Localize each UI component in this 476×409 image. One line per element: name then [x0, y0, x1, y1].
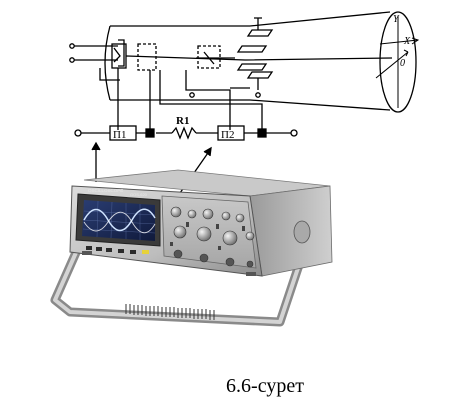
knob-3: [202, 208, 214, 220]
screen-axis-x-arrow: [411, 37, 420, 45]
knob-6: [173, 225, 187, 239]
knob-5: [235, 213, 245, 223]
schematic-labels: П1 R1 П2 Y X 0: [113, 14, 411, 141]
y-plate-top: [236, 45, 268, 53]
waveform-trace-2: [83, 211, 156, 234]
foot-right: [246, 272, 256, 276]
bus-terminal-right: [290, 129, 298, 137]
screen-beam-path: [375, 49, 409, 79]
knob-2: [187, 209, 197, 219]
knob-8: [222, 230, 238, 246]
potentiometer-2-box: [217, 125, 245, 141]
control-knobs: [170, 206, 255, 268]
crt-neck-outline: [104, 25, 250, 101]
arrow-head-2: [203, 146, 212, 157]
y-plate-bottom: [236, 63, 268, 71]
terminal-a: [189, 92, 195, 98]
screen-axis-x: [379, 39, 419, 45]
x-plate-top: [246, 29, 274, 37]
input-connector-1: [173, 249, 183, 259]
junction-node-1: [145, 128, 155, 138]
handle-grille: [125, 304, 215, 320]
wire-grid: [99, 68, 120, 81]
bus-terminal-left: [74, 129, 82, 137]
panel-switches: [170, 222, 245, 250]
arrow-head-1: [91, 141, 101, 151]
wire-anode-2b: [159, 70, 263, 130]
label-resistor-r1: R1: [176, 115, 189, 127]
terminal-c: [69, 43, 75, 49]
figure-caption: 6.6-сурет: [226, 375, 304, 397]
model-text: GOS-620: [130, 192, 148, 197]
cathode-heater: [72, 39, 125, 67]
electron-beam: [125, 55, 393, 61]
terminal-d: [69, 57, 75, 63]
terminal-b: [255, 92, 261, 98]
handle-pivot: [293, 220, 311, 244]
label-axis-x: X: [403, 36, 411, 47]
case-side: [249, 185, 333, 277]
knob-1: [170, 206, 182, 218]
knob-9: [245, 231, 255, 241]
crt-schematic: [69, 11, 420, 237]
resistor-r1: [171, 126, 197, 140]
crt-cone-outline: [249, 11, 391, 111]
wire-anode-2: [185, 70, 231, 130]
waveform-trace: [83, 208, 156, 232]
label-potentiometer-1: П1: [113, 129, 126, 141]
brand-text: OSCILLOSCOPE: [88, 188, 123, 193]
crt-screen: [379, 11, 417, 113]
screen-buttons: [86, 246, 149, 254]
input-connector-2: [199, 253, 209, 263]
label-potentiometer-2: П2: [221, 129, 234, 141]
x-plate-bottom: [246, 71, 274, 79]
knob-7: [196, 226, 212, 242]
label-origin: 0: [400, 58, 405, 69]
foot-left: [82, 251, 92, 255]
potentiometer-1-box: [109, 125, 137, 141]
oscilloscope-photo: OSCILLOSCOPE GOS-620: [50, 169, 333, 327]
input-connector-3: [225, 257, 235, 267]
anode-2: [197, 45, 221, 69]
knob-4: [221, 211, 231, 221]
label-axis-y: Y: [393, 14, 400, 25]
yellow-indicator: [142, 250, 149, 254]
input-connector-4: [246, 260, 254, 268]
junction-node-2: [257, 128, 267, 138]
filament: [113, 47, 121, 63]
plate-leads: [222, 17, 262, 90]
